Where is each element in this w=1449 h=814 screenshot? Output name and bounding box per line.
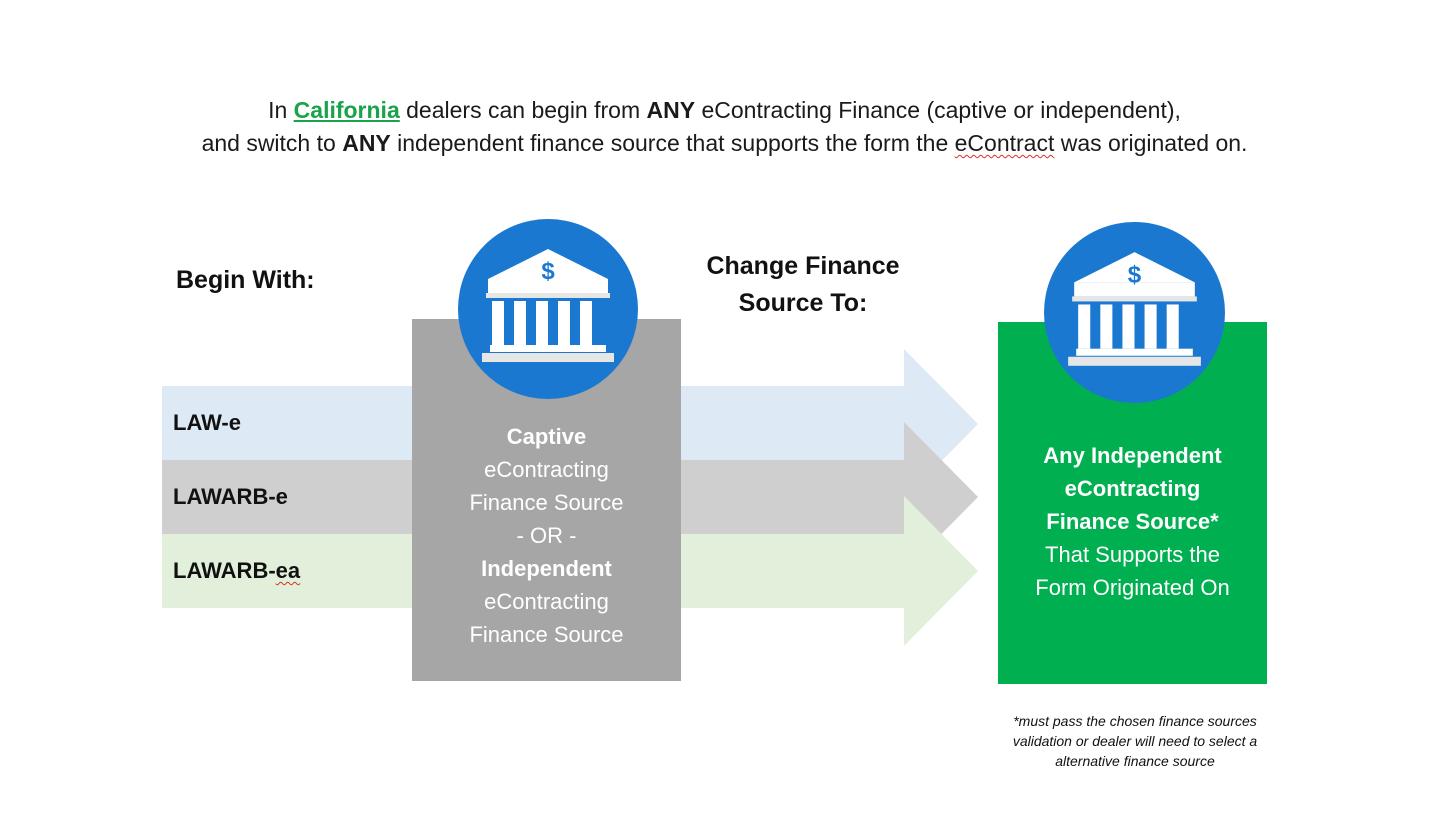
- bank-building-icon: $: [1068, 252, 1201, 366]
- emphasis-any: ANY: [342, 130, 391, 156]
- independent-title: Independent: [481, 556, 612, 581]
- headline-text: independent finance source that supports…: [397, 130, 949, 156]
- captive-title: Captive: [506, 424, 587, 449]
- footnote: *must pass the chosen finance sources va…: [990, 711, 1280, 771]
- footnote-line: alternative finance source: [1055, 753, 1215, 769]
- headline-text: In: [268, 97, 288, 123]
- independent-text: Finance Source: [469, 622, 624, 647]
- target-title: Finance Source*: [1046, 509, 1219, 534]
- form-label-lawarb-ea: LAWARB-ea: [173, 558, 300, 584]
- captive-finance-box: Captive eContracting Finance Source - OR…: [412, 319, 681, 681]
- independent-text: eContracting: [484, 589, 609, 614]
- bank-icon: $: [1044, 222, 1225, 403]
- headline: In California dealers can begin from ANY…: [0, 94, 1449, 160]
- target-title: Any Independent: [1043, 443, 1222, 468]
- change-finance-label: Change Finance Source To:: [680, 248, 926, 322]
- captive-text: eContracting: [484, 457, 609, 482]
- headline-text: eContracting Finance (captive or indepen…: [701, 97, 1181, 123]
- dollar-sign-icon: $: [541, 258, 555, 285]
- headline-line-2: and switch to ANY independent finance so…: [0, 127, 1449, 160]
- begin-with-label: Begin With:: [176, 266, 315, 294]
- target-title: eContracting: [1064, 476, 1201, 501]
- state-name: California: [293, 97, 400, 123]
- emphasis-any: ANY: [646, 97, 696, 123]
- change-label-line-2: Source To:: [738, 289, 868, 317]
- target-text: That Supports the: [1045, 542, 1220, 567]
- spellcheck-word: ea: [275, 558, 301, 583]
- form-label-prefix: LAWARB-: [173, 558, 276, 583]
- or-separator: - OR -: [516, 523, 577, 548]
- form-label-lawarb-e: LAWARB-e: [173, 484, 288, 509]
- form-label-law-e: LAW-e: [173, 410, 241, 435]
- bank-icon: $: [458, 219, 638, 399]
- headline-text: dealers can begin from: [406, 97, 641, 123]
- headline-line-1: In California dealers can begin from ANY…: [0, 94, 1449, 127]
- headline-text: was originated on.: [1060, 130, 1248, 156]
- bank-building-icon: $: [482, 249, 614, 362]
- change-label-line-1: Change Finance: [706, 252, 900, 280]
- footnote-line: validation or dealer will need to select…: [1012, 733, 1258, 749]
- headline-text: and switch to: [201, 130, 336, 156]
- dollar-sign-icon: $: [1128, 261, 1142, 288]
- spellcheck-word: eContract: [954, 130, 1055, 156]
- captive-text: Finance Source: [469, 490, 624, 515]
- footnote-line: *must pass the chosen finance sources: [1013, 713, 1257, 729]
- target-text: Form Originated On: [1035, 575, 1230, 600]
